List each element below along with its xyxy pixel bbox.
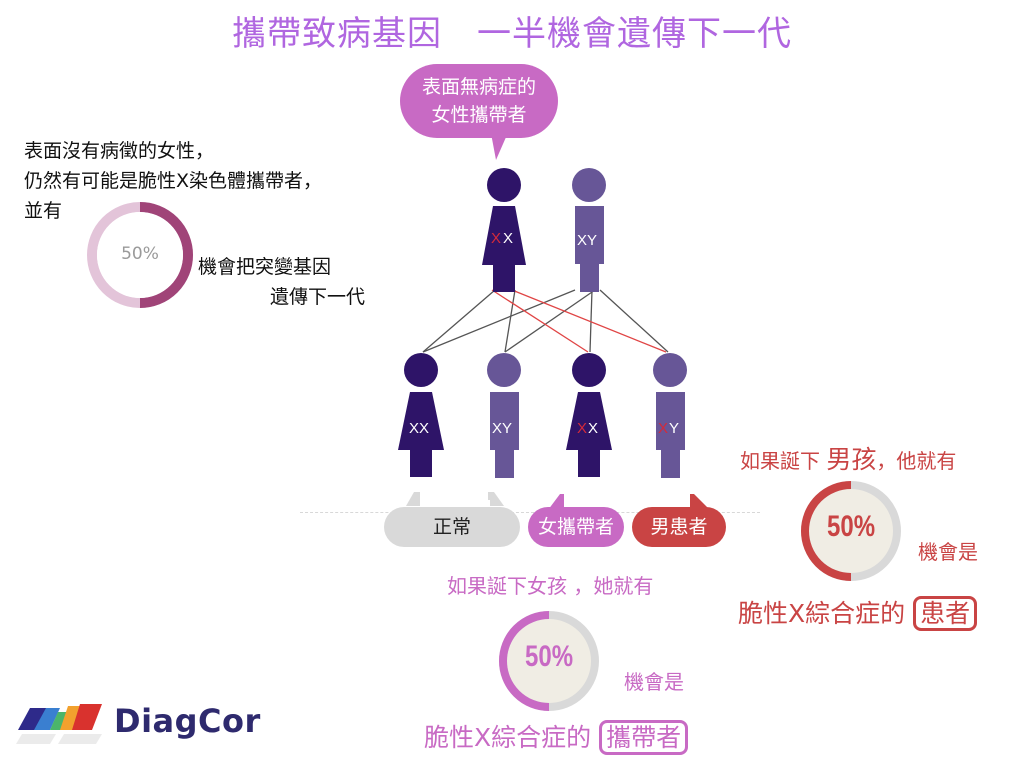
label-normal: 正常 (384, 507, 520, 547)
boy-panel-prefix: 脆性X綜合症的 (738, 599, 906, 628)
svg-text:XY: XY (577, 232, 597, 249)
boy-line1-a: 如果誕下 (740, 449, 827, 473)
svg-text:X: X (503, 230, 513, 247)
parent-mother-figure: X X (482, 168, 526, 292)
svg-text:XY: XY (492, 420, 512, 437)
girl-donut-chart: 50% (498, 610, 600, 712)
child-carrier-female-figure: X X (566, 353, 612, 477)
left-note-line2: 仍然有可能是脆性X染色體攜帶者， (24, 170, 323, 192)
girl-panel-chance: 機會是 (624, 670, 684, 694)
carrier-speech-bubble: 表面無病症的 女性攜帶者 (400, 64, 558, 138)
left-note-line1: 表面沒有病徵的女性， (24, 140, 215, 162)
left-note-line3: 並有 (24, 200, 63, 222)
girl-donut-value: 50% (524, 640, 574, 673)
patient-tail-icon (690, 494, 710, 510)
page-title: 攜帶致病基因 一半機會遺傳下一代 (232, 14, 792, 54)
girl-panel-line1: 如果誕下女孩 ，她就有 (447, 574, 654, 598)
svg-text:X: X (588, 420, 598, 437)
boy-line1-boy: 男孩 (826, 445, 877, 474)
svg-text:X: X (491, 230, 501, 247)
bubble-line1: 表面無病症的 (421, 76, 536, 98)
boy-panel-line1: 如果誕下 男孩，他就有 (740, 440, 956, 476)
inheritance-pedigree: X X XY XX XY X X X Y (398, 168, 687, 478)
boy-donut-value: 50% (826, 510, 876, 543)
boy-panel-line3: 脆性X綜合症的 患者 (738, 594, 978, 631)
inheritance-lines (422, 289, 669, 353)
left-note-line4: 機會把突變基因 (198, 256, 332, 278)
boy-line1-c: ，他就有 (876, 449, 957, 473)
carrier-tail-icon (548, 494, 564, 510)
label-bubble-tails (406, 492, 710, 510)
svg-text:XX: XX (409, 420, 429, 437)
normal-tail-left-icon (406, 492, 420, 506)
bubble-line2: 女性攜帶者 (431, 104, 527, 126)
boy-donut-chart: 50% (800, 480, 902, 582)
label-male-patient: 男患者 (632, 507, 726, 547)
donut-ring-icon (87, 202, 193, 308)
boy-panel-boxed-term: 患者 (913, 596, 978, 631)
girl-panel-prefix: 脆性X綜合症的 (424, 723, 592, 752)
boy-panel-chance: 機會是 (918, 540, 978, 564)
girl-donut-ring-icon (499, 611, 599, 711)
bubble-tail-icon (490, 128, 510, 160)
left-donut-value: 50% (121, 244, 159, 264)
child-normal-female-figure: XX (398, 353, 444, 477)
diagcor-logo-text: DiagCor (114, 702, 261, 740)
svg-text:X: X (577, 420, 587, 437)
svg-text:Y: Y (669, 420, 679, 437)
left-donut-chart: 50% (86, 201, 194, 309)
child-affected-male-figure: X Y (653, 353, 687, 478)
separator-line (300, 512, 760, 513)
normal-tail-right-icon (488, 492, 504, 506)
diagcor-logo-icon (16, 704, 102, 744)
parent-father-figure: XY (572, 168, 606, 292)
girl-panel-line3: 脆性X綜合症的 攜帶者 (424, 718, 689, 755)
label-female-carrier: 女攜帶者 (528, 507, 624, 547)
child-normal-male-figure: XY (487, 353, 521, 478)
left-note-line5: 遺傳下一代 (270, 286, 366, 308)
svg-text:X: X (658, 420, 668, 437)
girl-panel-boxed-term: 攜帶者 (599, 720, 689, 755)
boy-donut-ring-icon (801, 481, 901, 581)
